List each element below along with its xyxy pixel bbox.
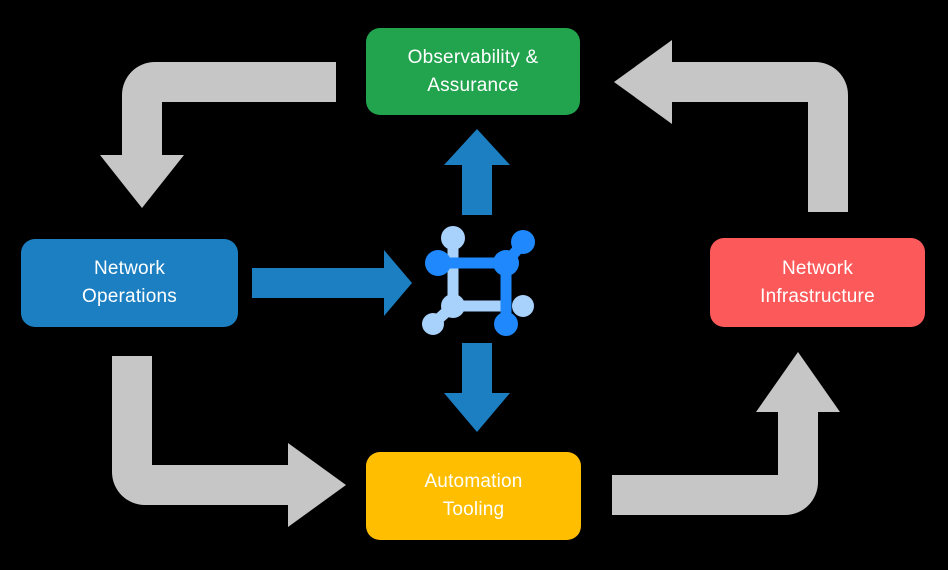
arrow-operations-to-automation <box>112 356 346 527</box>
arrow-operations-to-center <box>252 250 412 316</box>
arrow-observability-to-operations <box>100 62 336 208</box>
arrow-infrastructure-to-observability <box>614 40 848 212</box>
arrow-automation-to-infrastructure <box>612 352 840 515</box>
node-network-operations[interactable]: Network Operations <box>21 239 238 327</box>
node-network-infrastructure[interactable]: Network Infrastructure <box>710 238 925 327</box>
node-observability-label: Observability & Assurance <box>407 46 539 96</box>
network-topology-icon <box>422 226 535 336</box>
node-network-infrastructure-label: Network Infrastructure <box>760 257 875 307</box>
node-observability-assurance[interactable]: Observability & Assurance <box>366 28 580 115</box>
arrow-center-to-observability <box>444 129 510 215</box>
node-automation-tooling[interactable]: Automation Tooling <box>366 452 581 540</box>
arrow-center-to-automation <box>444 343 510 432</box>
node-automation-tooling-label: Automation Tooling <box>424 471 523 520</box>
node-network-operations-label: Network Operations <box>82 258 177 307</box>
